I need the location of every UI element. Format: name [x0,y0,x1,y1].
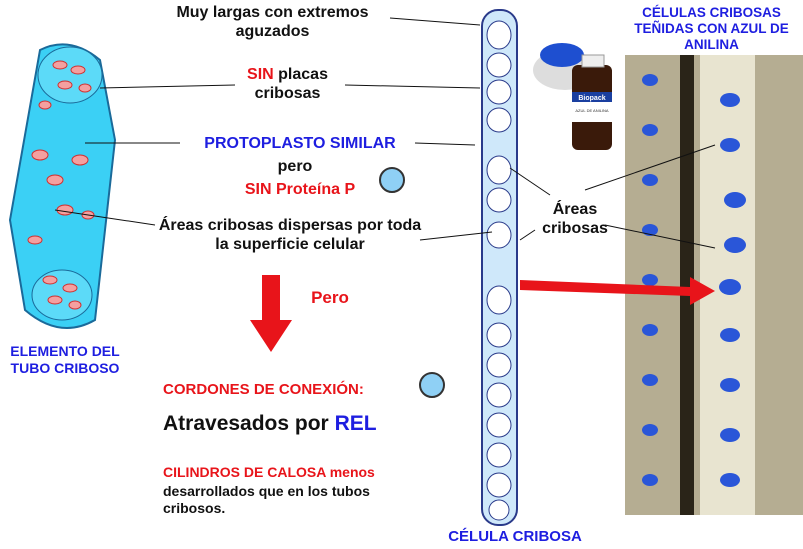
right-arrow [520,277,715,305]
rel-text: REL [334,412,377,435]
svg-text:AZUL DE ANILINA: AZUL DE ANILINA [575,108,609,113]
menos-text: menos [325,464,375,480]
magnifier-icon [379,167,445,398]
connection-strands-label: CORDONES DE CONEXIÓN: [163,381,364,398]
atravesados-text: Atravesados por [163,412,335,435]
sieve-tube-element-illustration [8,43,117,329]
down-arrow [250,275,292,352]
pero-small-label: pero [277,158,313,175]
long-ends-label: Muy largas con extremos aguzados [176,4,369,41]
developed-label: desarrollados que en los tubos cribosos. [163,483,370,516]
cilindros-text: CILINDROS DE CALOSA [163,464,326,480]
sieve-tube-element-caption: ELEMENTO DEL TUBO CRIBOSO [10,343,120,376]
no-protein-p-label: SIN Proteína P [244,181,356,198]
sieve-areas-label: Áreas cribosas [542,201,608,238]
aniline-blue-product-image: Biopack AZUL DE ANILINA [533,43,612,150]
callose-label: CILINDROS DE CALOSA menos [163,464,375,481]
no-sieve-plates-label: SIN placas cribosas [225,65,350,103]
micrograph [625,55,803,515]
placas-text: placas cribosas [254,66,328,103]
leader-lines [54,17,716,249]
protoplast-label: PROTOPLASTO SIMILAR [204,135,396,152]
sieve-cell-illustration [481,9,518,526]
sin-text: SIN [247,66,274,83]
stained-cells-caption: CÉLULAS CRIBOSAS TEÑIDAS CON AZUL DE ANI… [634,5,789,53]
svg-text:Biopack: Biopack [578,95,605,102]
sieve-cell-caption: CÉLULA CRIBOSA [448,528,582,545]
traversed-label: Atravesados por REL [163,411,377,436]
dispersed-areas-label: Áreas cribosas dispersas por toda la sup… [158,217,422,254]
pero-big-label: Pero [311,288,349,307]
